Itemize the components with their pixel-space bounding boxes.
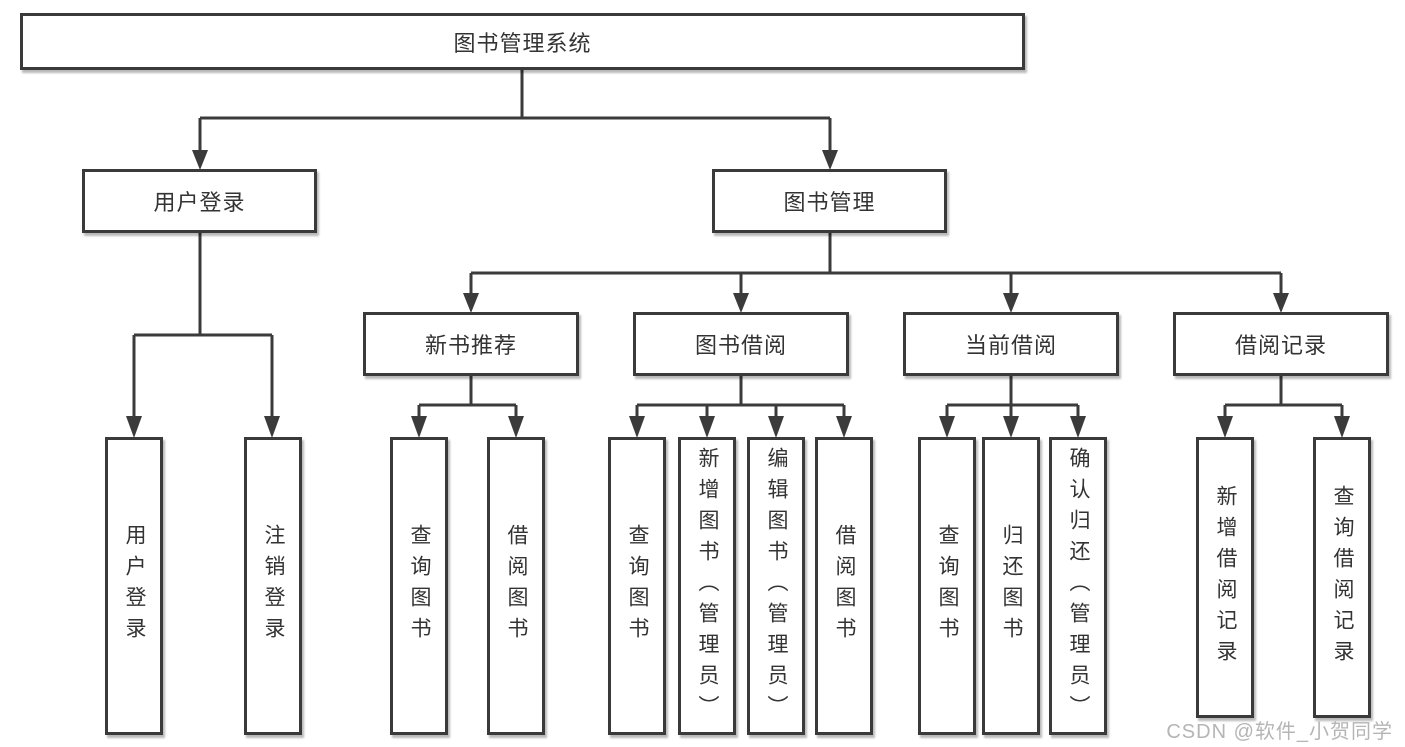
- connector-root-to-level2: [192, 70, 838, 170]
- leaf-add-borrow-record: 新增借阅记录: [1196, 437, 1254, 718]
- node-library-management-system: 图书管理系统: [20, 13, 1025, 70]
- leaf-add-book-admin: 新增图书（管理员）: [678, 437, 736, 735]
- node-borrowing-records: 借阅记录: [1173, 312, 1389, 376]
- node-current-borrowing: 当前借阅: [903, 312, 1119, 376]
- connector-current-to-leaves: [939, 376, 1086, 438]
- connector-bookmgmt-to-level3: [463, 233, 1289, 313]
- csdn-watermark: CSDN @软件_小贺同学: [1166, 721, 1393, 743]
- node-book-management: 图书管理: [712, 169, 947, 233]
- node-user-login: 用户登录: [82, 169, 317, 233]
- leaf-edit-book-admin: 编辑图书（管理员）: [747, 437, 805, 735]
- leaf-return-books: 归还图书: [982, 437, 1040, 735]
- leaf-query-books-borrowing: 查询图书: [608, 437, 666, 735]
- node-new-book-recommendation: 新书推荐: [363, 312, 579, 376]
- leaf-borrow-books-recommend: 借阅图书: [487, 437, 545, 735]
- leaf-borrow-books-borrowing: 借阅图书: [815, 437, 873, 735]
- leaf-logout-login: 注销登录: [244, 437, 302, 735]
- connector-newbook-to-leaves: [411, 376, 524, 438]
- connector-userlogin-to-leaves: [126, 233, 280, 438]
- leaf-confirm-return-admin: 确认归还（管理员）: [1049, 437, 1107, 735]
- connector-borrowing-to-leaves: [629, 376, 852, 438]
- node-book-borrowing: 图书借阅: [633, 312, 849, 376]
- leaf-query-borrow-record: 查询借阅记录: [1313, 437, 1371, 718]
- leaf-query-books-current: 查询图书: [918, 437, 976, 735]
- leaf-query-books-recommend: 查询图书: [390, 437, 448, 735]
- leaf-user-login: 用户登录: [105, 437, 163, 735]
- connector-records-to-leaves: [1217, 376, 1350, 438]
